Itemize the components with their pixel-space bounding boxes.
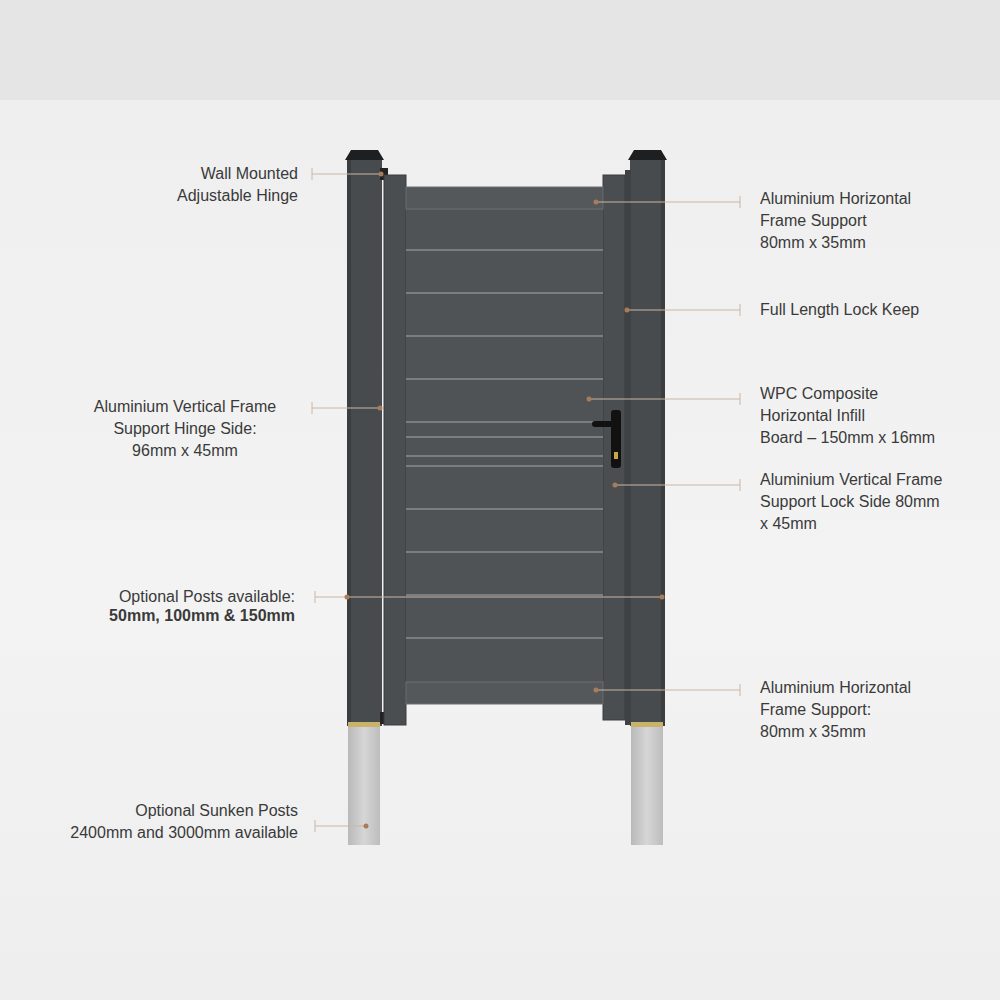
hinge-side-frame: [384, 175, 406, 725]
post: [347, 160, 382, 726]
board-line: [406, 455, 603, 457]
post-cap: [628, 150, 667, 160]
post-cap: [345, 150, 384, 160]
callout-label: Aluminium Horizontal Frame Support 80mm …: [760, 188, 911, 254]
bottom-rail: [406, 682, 603, 704]
board-line: [406, 249, 603, 251]
post-base: [348, 722, 380, 727]
post-edge: [347, 160, 351, 726]
post-edge: [661, 160, 665, 726]
callout-label: WPC Composite Horizontal Infill Board – …: [760, 383, 935, 449]
board-line: [406, 436, 603, 438]
board-line: [406, 594, 603, 596]
infill-panel: [406, 187, 603, 704]
callout-label: Optional Sunken Posts 2400mm and 3000mm …: [70, 800, 298, 844]
post: [630, 160, 665, 726]
leader-dots: [345, 172, 665, 829]
callout-label: Full Length Lock Keep: [760, 299, 919, 321]
callout-label: Wall Mounted Adjustable Hinge: [177, 163, 298, 207]
board-line: [406, 292, 603, 294]
board-line: [406, 421, 603, 423]
board-line: [406, 335, 603, 337]
post-base: [631, 722, 663, 727]
lock-side-frame: [603, 175, 625, 720]
callout-label: Aluminium Vertical Frame Support Lock Si…: [760, 469, 942, 535]
callout-label: 50mm, 100mm & 150mm: [109, 605, 295, 627]
board-lines: [406, 250, 603, 638]
leader-lines: [312, 168, 740, 832]
lock-keep: [625, 170, 631, 725]
callout-label: Aluminium Horizontal Frame Support: 80mm…: [760, 677, 911, 743]
board-line: [406, 508, 603, 510]
sunken-post: [348, 725, 380, 845]
handle-plate: [611, 410, 621, 468]
key-cylinder: [614, 452, 618, 459]
board-line: [406, 551, 603, 553]
callout-label: Aluminium Vertical Frame Support Hinge S…: [94, 396, 276, 462]
top-band: [0, 0, 1000, 100]
handle-lever: [592, 421, 616, 427]
top-rail: [406, 187, 603, 209]
board-line: [406, 465, 603, 467]
sunken-post: [631, 725, 663, 845]
board-line: [406, 378, 603, 380]
callout-label: Optional Posts available:: [119, 586, 295, 608]
board-line: [406, 637, 603, 639]
